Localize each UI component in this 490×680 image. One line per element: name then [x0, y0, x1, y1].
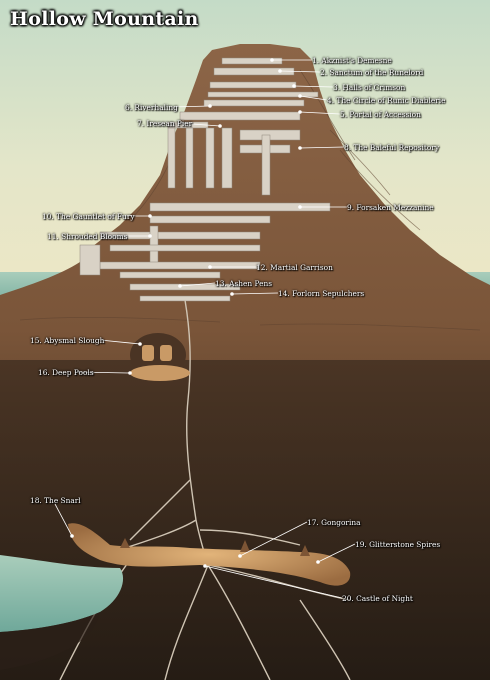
label-deep-pools[interactable]: 16. Deep Pools [38, 368, 94, 377]
location-marker[interactable] [203, 564, 207, 568]
location-marker[interactable] [316, 560, 320, 564]
leader-line [299, 111, 341, 115]
location-marker[interactable] [128, 371, 132, 375]
label-the-snarl[interactable]: 18. The Snarl [30, 496, 81, 505]
label-martial-garrison[interactable]: 12. Martial Garrison [256, 263, 333, 272]
label-forsaken-mezzanine[interactable]: 9. Forsaken Mezzanine [347, 203, 434, 212]
location-marker[interactable] [148, 234, 152, 238]
leader-line [179, 282, 216, 287]
leader-line [54, 503, 73, 537]
leader-line [299, 146, 345, 149]
label-castle-of-night[interactable]: 20. Castle of Night [342, 594, 413, 603]
location-marker[interactable] [298, 146, 302, 150]
label-halls-of-crimson[interactable]: 3. Halls of Crimson [333, 83, 406, 92]
leader-line [231, 292, 279, 295]
location-marker[interactable] [208, 265, 212, 269]
leader-line [177, 122, 221, 127]
label-sanctum-of-the-runelord[interactable]: 2. Sanctum of the Runelord [320, 68, 424, 77]
label-gauntlet-of-fury[interactable]: 10. The Gauntlet of Fury [42, 212, 135, 221]
label-forlorn-sepulchers[interactable]: 14. Forlorn Sepulchers [278, 289, 365, 298]
label-ashen-pens[interactable]: 13. Ashen Pens [215, 279, 273, 288]
location-marker[interactable] [278, 69, 282, 73]
location-marker[interactable] [298, 110, 302, 114]
label-portal-of-accession[interactable]: 5. Portal of Accession [340, 110, 421, 119]
label-circle-of-runic-diablerie[interactable]: 4. The Circle of Runic Diablerie [327, 96, 446, 105]
location-markers [70, 58, 320, 568]
location-marker[interactable] [292, 84, 296, 88]
location-marker[interactable] [270, 58, 274, 62]
upper-caves [130, 333, 190, 381]
location-marker[interactable] [208, 104, 212, 108]
leader-line [293, 85, 334, 88]
label-riverhaling[interactable]: 6. Riverhaling [125, 103, 178, 112]
map-title: Hollow Mountain [10, 8, 199, 30]
leader-line [99, 339, 141, 345]
leader-line [75, 371, 131, 374]
location-marker[interactable] [218, 124, 222, 128]
label-baleful-repository[interactable]: 8. The Baleful Repository [344, 143, 440, 152]
leader-line [204, 565, 343, 599]
underground-lake [0, 555, 124, 632]
leader-line [279, 70, 321, 73]
location-marker[interactable] [70, 534, 74, 538]
location-marker[interactable] [138, 342, 142, 346]
leader-line [317, 543, 356, 563]
leader-line [171, 105, 211, 108]
location-marker[interactable] [230, 292, 234, 296]
label-akznists-demesne[interactable]: 1. Akznist's Demesne [312, 56, 392, 65]
location-marker[interactable] [238, 554, 242, 558]
label-glitterstone-spires[interactable]: 19. Glitterstone Spires [355, 540, 441, 549]
label-gongorina[interactable]: 17. Gongorina [307, 518, 361, 527]
lake-shore [0, 612, 100, 670]
location-marker[interactable] [148, 214, 152, 218]
location-marker[interactable] [298, 205, 302, 209]
location-marker[interactable] [178, 284, 182, 288]
great-cavern [68, 523, 351, 586]
label-iresean-pier[interactable]: 7. Iresean Pier [137, 119, 193, 128]
tunnel-complex [79, 57, 331, 302]
location-marker[interactable] [298, 94, 302, 98]
label-shrouded-blooms[interactable]: 11. Shrouded Blooms [47, 232, 128, 241]
leader-line [299, 95, 328, 101]
label-leader-lines [54, 59, 356, 599]
leader-line [239, 521, 308, 557]
label-abysmal-slough[interactable]: 15. Abysmal Slough [30, 336, 105, 345]
